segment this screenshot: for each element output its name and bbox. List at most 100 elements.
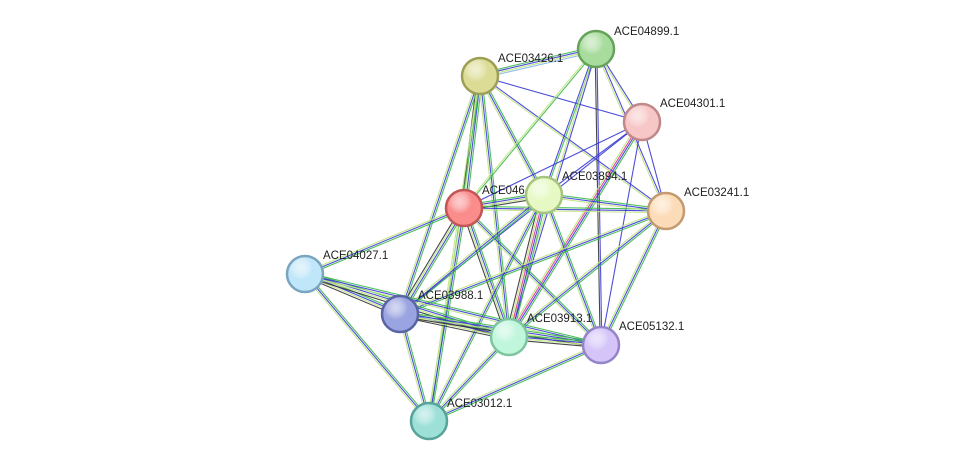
edge-line [430,208,467,422]
node-highlight [576,29,616,69]
node-highlight [460,56,500,96]
edge-line [305,271,602,344]
edge-ACE03426-ACE03241 [479,74,667,213]
edge-line [509,122,644,338]
edge-ACE05132-ACE03012 [428,342,602,424]
edge-ACE03241-ACE03913 [507,209,668,339]
edges-layer [303,45,669,424]
node-ACE04027[interactable] [285,254,325,294]
edge-ACE046-ACE04027 [304,205,465,277]
edge-ACE03894-ACE03988 [398,193,546,316]
edge-line [543,121,643,196]
edge-line [401,76,483,315]
edge-ACE04301-ACE046 [463,121,643,209]
edge-line [598,210,665,345]
node-label-ACE05132: ACE05132.1 [619,321,684,333]
edge-line [463,121,643,209]
node-label-ACE03241: ACE03241.1 [684,187,749,199]
edge-line [400,212,667,317]
edge-line [429,346,602,424]
node-label-ACE04027: ACE04027.1 [323,250,388,262]
node-highlight [646,191,686,231]
edge-ACE04301-ACE05132 [600,121,643,346]
edge-ACE04899-ACE05132 [594,48,603,346]
edge-line [510,123,645,339]
edge-line [600,121,643,346]
edge-line [541,195,600,346]
edge-line [428,194,545,422]
edge-line [462,208,509,338]
edge-line [428,342,601,420]
edge-line [508,194,545,338]
node-ACE03426[interactable] [460,56,500,96]
edge-ACE03426-ACE03988 [397,75,483,315]
edge-line [479,76,666,213]
edge-line [399,208,666,313]
edge-line [303,274,429,423]
edge-line [506,120,641,336]
edge-line [305,209,465,277]
edge-line [545,194,604,345]
edge-line [511,195,548,338]
node-label-ACE03988: ACE03988.1 [418,290,483,302]
edge-line [304,273,430,422]
node-highlight [380,294,420,334]
edge-ACE04027-ACE03012 [303,272,431,423]
edge-ACE03894-ACE05132 [541,194,604,346]
edge-line [602,211,669,346]
node-label-ACE046: ACE046 [482,185,525,197]
node-highlight [489,317,529,357]
node-ACE04899[interactable] [576,29,616,69]
edge-line [465,206,512,337]
edge-line [398,193,544,314]
edge-line [399,121,643,315]
edge-line [480,50,597,80]
edge-ACE04301-ACE03913 [506,120,645,339]
edge-ACE03426-ACE04899 [479,45,597,80]
node-label-ACE04899: ACE04899.1 [614,26,679,38]
node-label-ACE03913: ACE03913.1 [527,313,592,325]
node-ACE046[interactable] [444,188,484,228]
node-ACE03913[interactable] [489,317,529,357]
node-label-ACE03426: ACE03426.1 [498,53,563,65]
edge-line [304,207,465,275]
edge-line [400,208,466,315]
node-ACE03988[interactable] [380,294,420,334]
edge-ACE03894-ACE03241 [543,192,667,214]
node-ACE03012[interactable] [409,401,449,441]
edge-line [543,194,602,346]
edge-ACE04301-ACE03894 [543,121,643,196]
edge-line [463,207,602,346]
node-ACE03241[interactable] [646,191,686,231]
edge-line [399,210,667,315]
edge-ACE03241-ACE05132 [598,210,669,346]
edge-line [479,45,596,75]
edge-line [428,344,602,422]
edge-line [543,194,667,212]
edge-ACE04301-ACE03988 [399,121,643,315]
node-label-ACE03894: ACE03894.1 [562,171,627,183]
edge-line [400,195,546,316]
edge-line [304,205,464,273]
edge-line [507,121,642,337]
edge-line [479,75,643,123]
node-highlight [524,175,564,215]
edge-line [462,208,601,347]
edge-line [596,48,603,345]
edge-line [480,49,597,78]
node-label-ACE03012: ACE03012.1 [447,398,512,410]
edge-line [464,76,482,209]
node-ACE04301[interactable] [622,102,662,142]
node-ACE05132[interactable] [581,325,621,365]
edge-line [399,75,481,315]
edge-line [479,75,545,196]
edge-line [397,206,463,313]
edge-line [544,192,667,210]
edge-ACE03241-ACE03988 [399,208,667,317]
edge-line [305,272,431,421]
edge-line [428,336,510,422]
edge-line [542,48,596,195]
edge-line [464,49,598,209]
node-ACE03894[interactable] [524,175,564,215]
